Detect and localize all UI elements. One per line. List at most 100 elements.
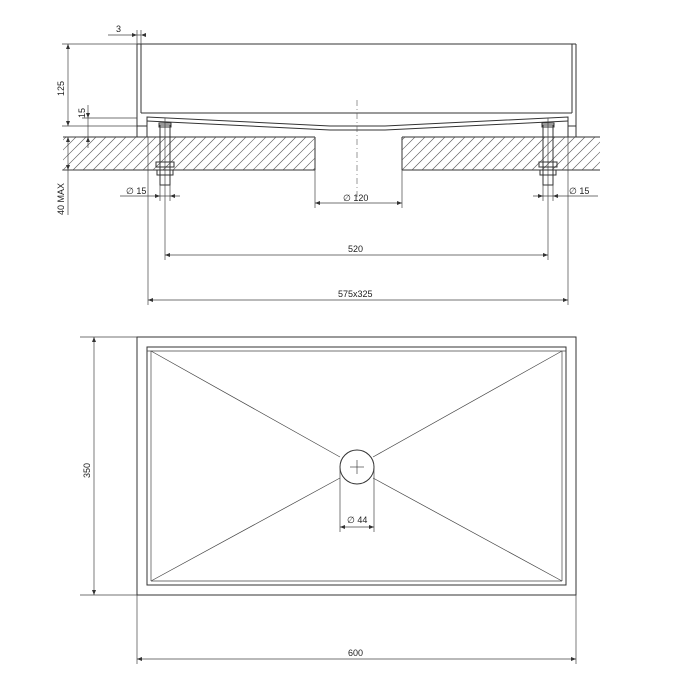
dimension-arrowhead [155,194,160,198]
hatch-line [591,161,600,170]
dimension-arrowhead [66,44,70,49]
hatch-line [122,137,157,170]
dimension-arrowhead [165,253,170,257]
hatch-line [63,137,97,170]
dim-cutout: 575x325 [147,137,569,305]
dimension-arrowhead [92,337,96,342]
basin-body [136,43,577,137]
hatch-line [132,137,167,170]
dim-height: 125 [56,43,137,127]
hatch-line [541,137,576,170]
hatch-line [272,137,307,170]
dimension-arrowhead [86,113,90,118]
hatch-line [581,151,600,170]
dimension-arrowhead [571,657,576,661]
hatch-line [192,137,227,170]
dim-rim-thickness: 3 [108,24,142,44]
dimension-arrowhead [66,121,70,126]
hatch-line [362,137,395,170]
dim-rim-thickness-label: 3 [116,24,121,34]
dim-width: 600 [136,595,577,664]
side-section-view: 3 125 15 40 MAX ∅ 15 [56,24,665,305]
dim-width-label: 600 [348,648,363,658]
hatch-line [491,137,526,170]
dimension-arrowhead [86,137,90,142]
hatch-line [501,137,536,170]
hatch-line [481,137,516,170]
hatch-line [112,137,147,170]
hatch-line [312,167,315,170]
hatch-line [402,137,426,161]
fixing-bolt-right [538,118,558,192]
hatch-line [632,137,665,170]
hatch-line [451,137,486,170]
dim-counter-thickness-label: 40 MAX [56,183,66,215]
hatch-line [92,137,127,170]
dim-rim-step: 15 [63,105,137,148]
hatch-line [262,137,297,170]
hatch-line [82,137,117,170]
hatch-line [63,137,67,141]
hatch-line [402,137,416,151]
plan-view: ∅ 44 350 600 [80,336,577,664]
hatch-line [353,137,386,170]
hatch-line [102,137,137,170]
dimension-arrowhead [141,33,146,37]
dim-depth-label: 350 [82,463,92,478]
dimension-arrowhead [148,298,153,302]
dimension-arrowhead [66,165,70,170]
dim-drain-hole: ∅ 120 [314,170,403,208]
dim-rim-step-label: 15 [77,108,87,118]
hatch-line [172,137,207,170]
dim-cutout-label: 575x325 [338,289,373,299]
dimension-arrowhead [92,590,96,595]
hatch-line [222,137,257,170]
hatch-line [182,137,217,170]
dim-waste-diameter-label: ∅ 44 [347,515,367,525]
hatch-line [302,157,315,170]
slope-lines [150,350,563,582]
dimension-arrowhead [66,137,70,142]
basin-outer-rim [136,336,577,596]
hatch-line [431,137,466,170]
hatch-line [561,137,596,170]
dimension-arrowhead [315,201,320,205]
hatch-line [602,137,635,170]
hatch-line [461,137,496,170]
fixing-bolt-left [155,118,175,192]
dimension-arrowhead [170,194,175,198]
countertop-section [63,136,665,171]
hatch-line [612,137,645,170]
dimension-arrowhead [340,525,345,529]
hatch-line [282,137,315,170]
hatch-line [252,137,287,170]
dimension-arrowhead [132,33,137,37]
hatch-line [63,137,77,151]
dim-counter-thickness: 40 MAX [56,137,80,215]
hatch-line [622,137,655,170]
hatch-line [402,137,436,170]
hatch-line [323,137,356,170]
dim-waste-diameter: ∅ 44 [339,467,375,532]
dimension-arrowhead [137,657,142,661]
dimension-arrowhead [369,525,374,529]
hatch-line [471,137,506,170]
hatch-line [63,137,87,161]
dim-height-label: 125 [56,81,66,96]
drain-waste [339,449,375,485]
hatch-line [421,137,456,170]
dim-fixing-spacing-label: 520 [348,244,363,254]
hatch-line [411,137,446,170]
dimension-arrowhead [563,298,568,302]
dimension-arrowhead [397,201,402,205]
hatch-line [72,137,107,170]
hatch-line [571,141,600,170]
hatch-line [292,147,315,170]
hatch-line [242,137,277,170]
hatch-line [333,137,366,170]
hatch-line [202,137,237,170]
hatch-line [162,137,197,170]
hatch-line [232,137,267,170]
hatch-line [521,137,556,170]
hatch-line [402,137,406,141]
